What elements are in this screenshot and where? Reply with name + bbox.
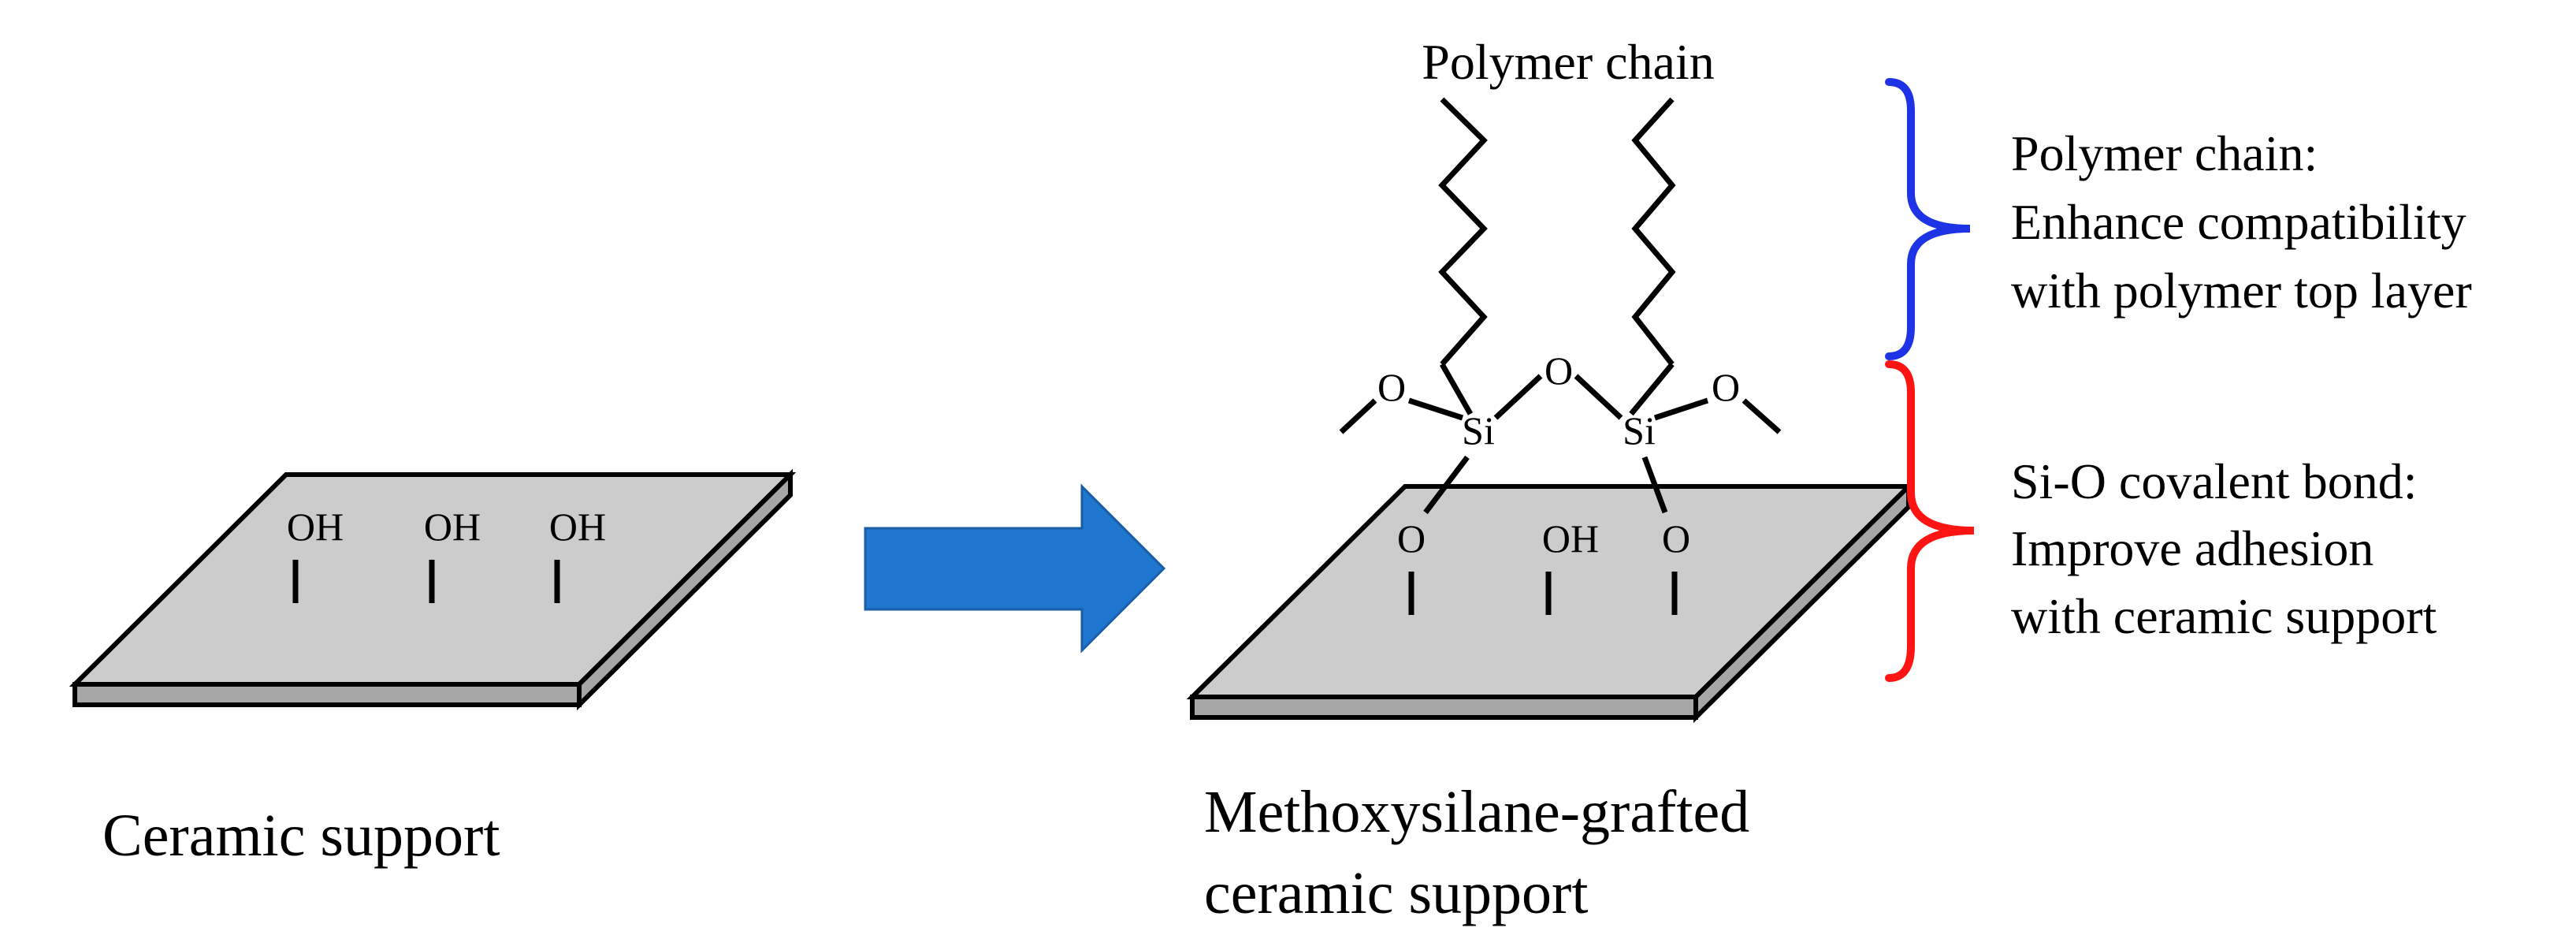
polymer-chain-zigzag	[1438, 97, 1488, 367]
annotation-line: Enhance compatibility	[2011, 194, 2466, 250]
caption-grafted-line2: ceramic support	[1204, 860, 1588, 926]
caption-grafted-line1: Methoxysilane-grafted	[1204, 779, 1749, 845]
annotation-line: Polymer chain:	[2011, 125, 2318, 181]
caption-ceramic-support: Ceramic support	[102, 803, 500, 869]
plate-front-right	[1190, 695, 1698, 720]
hydroxyl-label: OH	[287, 505, 344, 549]
hydroxyl-label: OH	[549, 505, 606, 549]
si-chain-bond	[1629, 362, 1675, 416]
si-o-bond	[1574, 374, 1623, 420]
right-arrow-icon	[864, 483, 1166, 654]
si-o-bond	[1407, 397, 1464, 421]
si-o-surface-bond	[1423, 455, 1470, 515]
left-hydroxyl-groups: OH OH OH	[287, 505, 606, 603]
methoxy-oxygen-label: O	[1712, 365, 1740, 409]
hydroxyl-label: OH	[424, 505, 481, 549]
silicon-atom-label: Si	[1623, 408, 1656, 453]
plate-side-left	[577, 468, 793, 711]
polymer-chain-label: Polymer chain	[1422, 34, 1714, 90]
annotation-line: with polymer top layer	[2011, 263, 2472, 319]
si-o-bond	[1653, 397, 1709, 421]
bond-annotation: Si-O covalent bond: Improve adhesion wit…	[2011, 453, 2437, 644]
plate-side-right	[1693, 480, 1911, 724]
annotation-line: with ceramic support	[2011, 588, 2437, 644]
annotation-line: Improve adhesion	[2011, 520, 2373, 576]
curly-brace-icon	[1885, 78, 1971, 360]
si-o-surface-bond	[1641, 456, 1668, 514]
polymer-annotation: Polymer chain: Enhance compatibility wit…	[2011, 125, 2472, 319]
surface-hydroxyl-label: OH	[1542, 516, 1599, 561]
surface-oxygen-label: O	[1662, 516, 1690, 561]
silicon-atom-label: Si	[1462, 408, 1495, 453]
si-chain-bond	[1439, 363, 1474, 415]
si-o-bond	[1493, 374, 1543, 420]
surface-oxygen-label: O	[1397, 516, 1426, 561]
methyl-bond	[1741, 398, 1782, 434]
plate-front-left	[72, 682, 582, 707]
curly-brace-icon	[1885, 360, 1975, 682]
surface-groups: O OH O	[1397, 516, 1690, 615]
methyl-bond	[1339, 398, 1377, 434]
annotation-line: Si-O covalent bond:	[2011, 453, 2417, 509]
silane-structure: Si Si O O O	[1339, 348, 1782, 515]
bridge-oxygen-label: O	[1544, 348, 1573, 393]
methoxy-oxygen-label: O	[1377, 365, 1406, 409]
polymer-chain-zigzag	[1631, 97, 1676, 367]
